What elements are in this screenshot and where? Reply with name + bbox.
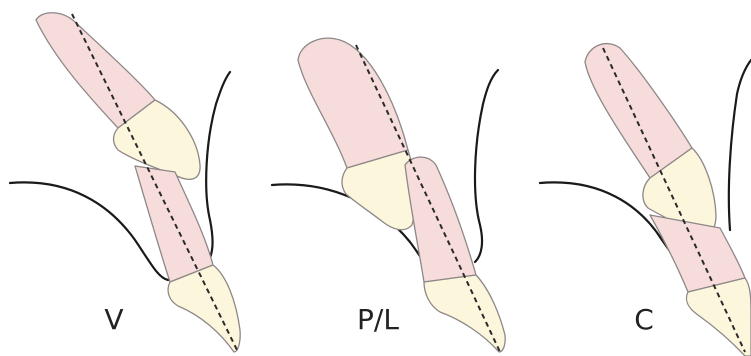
lower-tooth-root bbox=[135, 166, 213, 282]
lower-tooth-root bbox=[405, 157, 476, 282]
lower-tooth-crown bbox=[168, 265, 240, 352]
panel-label: C bbox=[634, 303, 654, 336]
panel-pl: P/L bbox=[272, 38, 505, 352]
panel-c: C bbox=[540, 44, 751, 356]
upper-tooth-root bbox=[36, 13, 155, 128]
gum-line bbox=[729, 60, 751, 230]
upper-tooth-root bbox=[298, 38, 408, 168]
gum-line bbox=[475, 70, 498, 262]
panel-label: P/L bbox=[357, 303, 399, 336]
gum-line bbox=[205, 72, 230, 268]
panel-v: V bbox=[10, 13, 240, 352]
lower-tooth-crown bbox=[424, 275, 505, 352]
upper-tooth-root bbox=[585, 44, 692, 178]
panel-label: V bbox=[104, 303, 123, 336]
